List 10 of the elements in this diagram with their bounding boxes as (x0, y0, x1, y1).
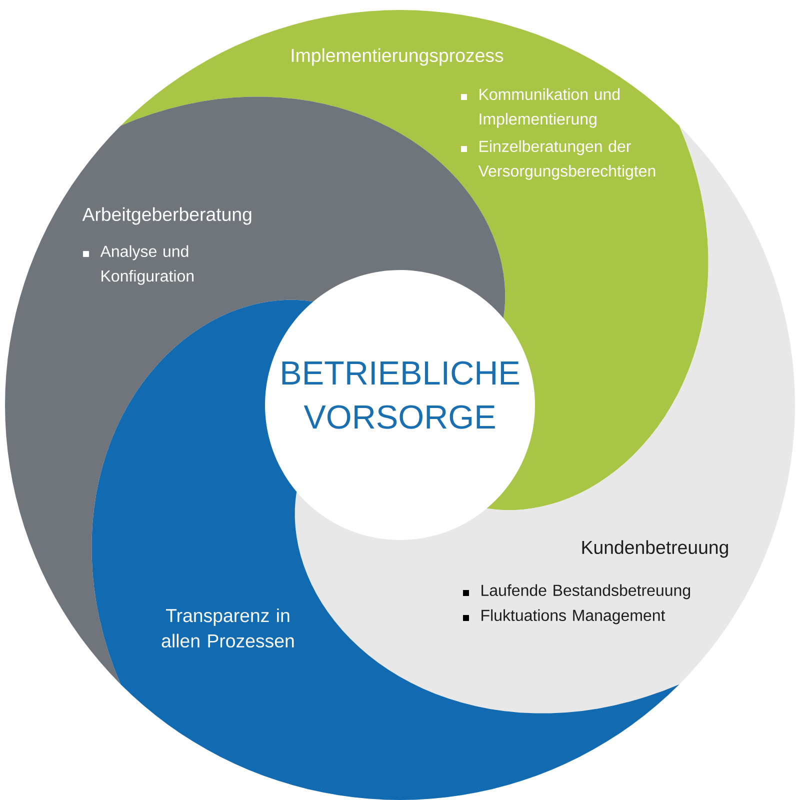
segment-heading: Implementierungsprozess (292, 48, 504, 66)
list-item: Analyse und Konfiguration (83, 245, 194, 285)
list-item: Einzelberatungen der Versorgungsberechtigten (461, 140, 656, 180)
list-item: Kommunikation und Implementierung (461, 88, 620, 128)
segment-heading: Transparenz in allen Prozessen (162, 608, 294, 648)
list-item: Fluktuations Management (463, 609, 666, 624)
segment-heading: Arbeitgeberberatung (82, 207, 252, 225)
list-item: Laufende Bestandsbetreuung (463, 584, 690, 600)
segment-heading: Kundenbetreuung (582, 540, 728, 558)
center-title: BETRIEBLICHE VORSORGE (282, 361, 519, 429)
